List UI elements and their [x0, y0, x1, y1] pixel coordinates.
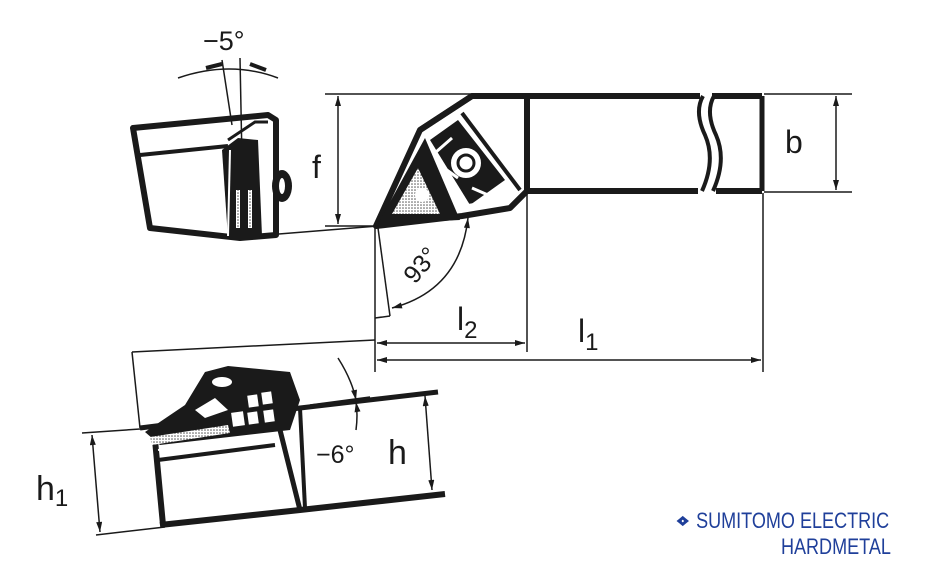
angle-93-arc [391, 217, 470, 309]
l1-label: l [578, 313, 585, 349]
top-view [373, 93, 765, 229]
side-view [131, 339, 446, 528]
b-label: b [785, 124, 803, 160]
svg-text:l2: l2 [457, 301, 477, 344]
sumitomo-logo: SUMITOMO ELECTRIC HARDMETAL [676, 508, 891, 560]
f-label: f [312, 149, 321, 185]
h1-subscript: 1 [55, 485, 68, 512]
l2-label: l [457, 301, 464, 337]
end-view [130, 57, 292, 241]
h1-label: h [36, 470, 55, 508]
angle-93-label: 93° [398, 242, 444, 289]
h-label: h [388, 434, 407, 472]
dimension-h [422, 395, 435, 491]
angle-top-label: −5° [203, 26, 245, 56]
logo-line1: SUMITOMO ELECTRIC [696, 508, 890, 533]
l2-subscript: 2 [464, 317, 477, 344]
angle-side-label: −6° [316, 441, 355, 469]
sumitomo-diamond-icon [676, 515, 689, 527]
dimension-b [764, 93, 852, 193]
logo-line2: HARDMETAL [780, 534, 891, 559]
l1-subscript: 1 [585, 329, 598, 356]
svg-text:l1: l1 [578, 313, 598, 356]
dimension-h1 [89, 434, 103, 533]
svg-text:h1: h1 [36, 470, 68, 512]
